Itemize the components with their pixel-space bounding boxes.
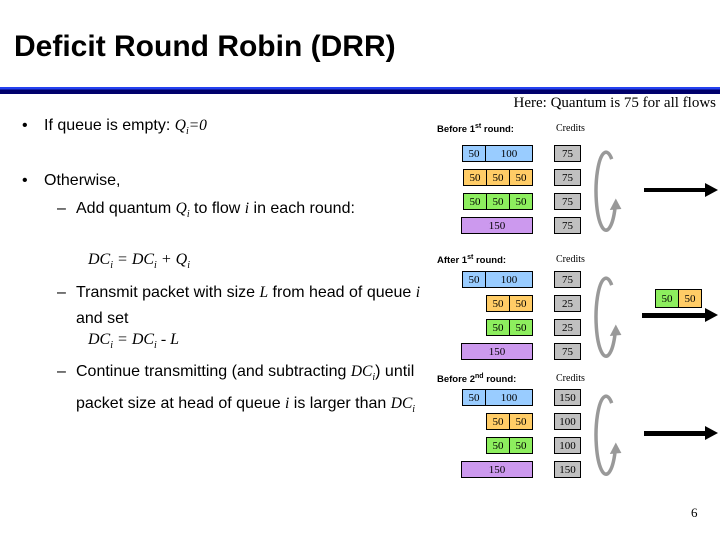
packet-flow3: 50: [655, 289, 679, 308]
bullet-otherwise: • Otherwise,: [22, 168, 374, 194]
output-link-arrow: [644, 183, 718, 197]
packet-flow2: 50: [486, 295, 510, 312]
packet-flow2: 50: [678, 289, 702, 308]
sub-bullet-transmit-packet: – Transmit packet with size L from head …: [57, 280, 426, 332]
title-divider-line: [0, 87, 720, 94]
section-label: After 1st round:: [437, 254, 507, 267]
credit-box-flow4: 75: [554, 343, 581, 360]
quantum-note: Here: Quantum is 75 for all flows: [513, 95, 716, 111]
credit-box-flow3: 75: [554, 193, 581, 210]
packet-flow1: 50: [462, 389, 486, 406]
queue-row-flow4: 150: [455, 217, 533, 234]
packet-flow2: 50: [486, 413, 510, 430]
packet-flow2: 50: [509, 295, 533, 312]
slide-title: Deficit Round Robin (DRR): [14, 30, 396, 63]
packet-flow3: 50: [463, 193, 487, 210]
packet-flow2: 50: [509, 169, 533, 186]
queue-row-flow4: 150: [455, 461, 533, 478]
sub-bullet-add-quantum: – Add quantum Qi to flow i in each round…: [57, 196, 376, 228]
credit-box-flow2: 25: [554, 295, 581, 312]
packet-flow1: 100: [485, 271, 533, 288]
packet-flow1: 50: [462, 271, 486, 288]
bullet-if-queue-empty: • If queue is empty: Qi=0: [22, 113, 374, 145]
round-robin-rotation-icon: [594, 394, 622, 476]
equation-dc-minus-l: DCi = DCi - L: [88, 331, 180, 352]
equation-dc-plus-q: DCi = DCi + Qi: [88, 251, 190, 272]
credit-box-flow4: 150: [554, 461, 581, 478]
credits-label: Credits: [556, 373, 585, 384]
credits-column: 150 100 100 150: [554, 389, 581, 485]
section-label: Before 1st round:: [437, 123, 514, 136]
round-robin-rotation-icon: [594, 150, 622, 232]
credit-box-flow2: 100: [554, 413, 581, 430]
section-label: Before 2nd round:: [437, 373, 517, 386]
packet-flow1: 100: [485, 145, 533, 162]
output-link-arrow: [642, 308, 718, 322]
credit-box-flow1: 150: [554, 389, 581, 406]
packet-flow4: 150: [461, 343, 533, 360]
packet-flow1: 50: [462, 145, 486, 162]
credits-label: Credits: [556, 254, 585, 265]
packet-flow3: 50: [486, 193, 510, 210]
packet-flow2: 50: [486, 169, 510, 186]
bullet-dot: •: [22, 172, 28, 189]
credit-box-flow2: 75: [554, 169, 581, 186]
packet-flow4: 150: [461, 217, 533, 234]
packet-flow3: 50: [509, 437, 533, 454]
dash-marker: –: [57, 363, 66, 380]
credit-box-flow1: 75: [554, 145, 581, 162]
packet-flow1: 100: [485, 389, 533, 406]
dash-marker: –: [57, 284, 66, 301]
packet-flow2: 50: [463, 169, 487, 186]
packet-flow3: 50: [486, 319, 510, 336]
credits-column: 75 75 75 75: [554, 145, 581, 241]
bullet-dot: •: [22, 117, 28, 134]
packet-flow3: 50: [509, 193, 533, 210]
credit-box-flow1: 75: [554, 271, 581, 288]
dash-marker: –: [57, 200, 66, 217]
queue-row-flow4: 150: [455, 343, 533, 360]
page-number: 6: [691, 505, 698, 520]
credits-label: Credits: [556, 123, 585, 134]
packet-flow3: 50: [509, 319, 533, 336]
packet-flow4: 150: [461, 461, 533, 478]
credit-box-flow3: 100: [554, 437, 581, 454]
output-link-arrow: [644, 426, 718, 440]
credit-box-flow3: 25: [554, 319, 581, 336]
packet-flow3: 50: [486, 437, 510, 454]
packet-flow2: 50: [509, 413, 533, 430]
sub-bullet-continue-transmitting: – Continue transmitting (and subtracting…: [57, 359, 428, 423]
round-robin-rotation-icon: [594, 276, 622, 358]
credits-column: 75 25 25 75: [554, 271, 581, 367]
credit-box-flow4: 75: [554, 217, 581, 234]
